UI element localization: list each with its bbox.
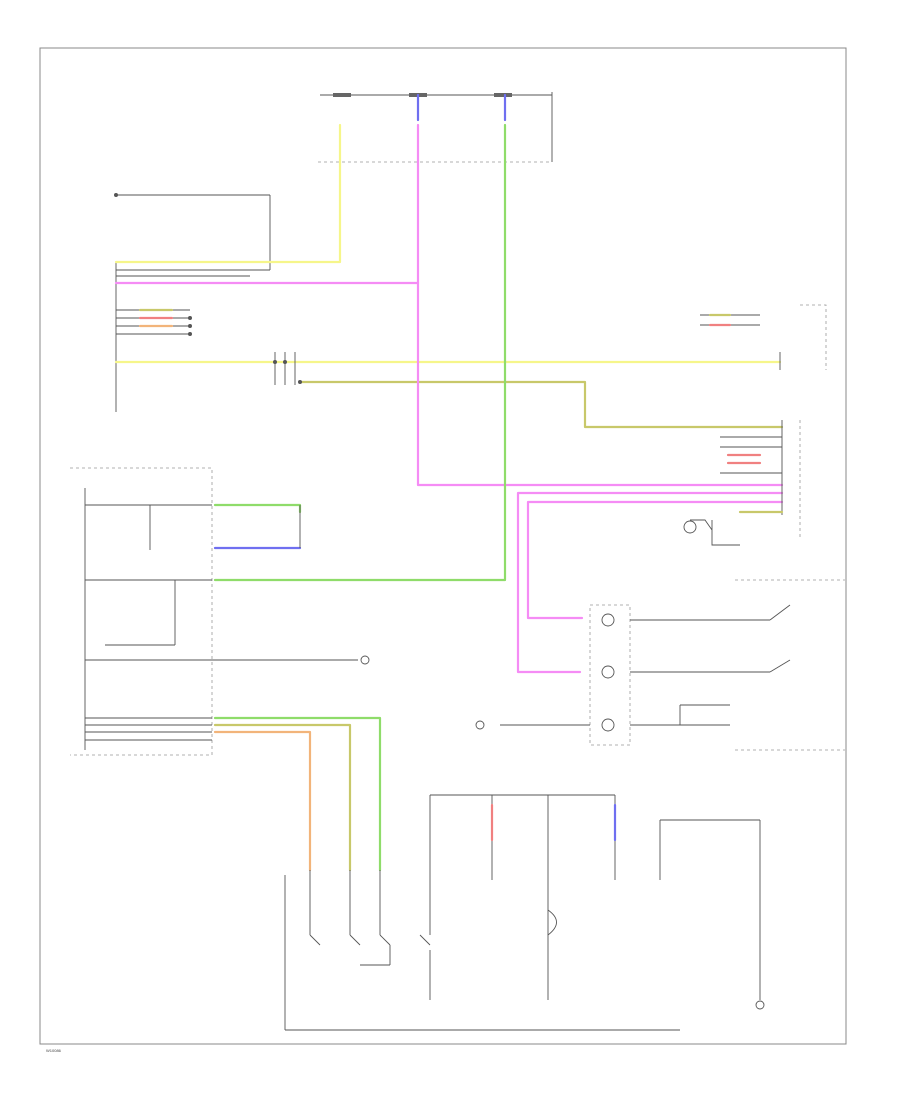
ground-cluster <box>340 655 370 665</box>
bottom-right-component <box>659 819 765 1010</box>
right-multi-connector <box>683 420 801 546</box>
instrument-cluster <box>70 467 340 756</box>
wire-green-lower <box>213 716 382 872</box>
right-sensor-block <box>475 579 845 751</box>
diagram-frame <box>39 47 847 1045</box>
bottom-switch-group <box>284 794 680 1031</box>
wire-magenta-lower-b <box>526 500 784 620</box>
wire-olive-lower <box>213 723 352 872</box>
top-fuse-block <box>318 92 553 163</box>
wire-magenta-lower-a <box>516 491 784 674</box>
left-upper-connector <box>114 193 271 412</box>
right-upper-connector <box>700 304 827 370</box>
wire-green-main <box>213 123 507 582</box>
footer-code: W10086 <box>46 1048 62 1053</box>
wire-green-cluster <box>213 503 302 514</box>
wire-olive <box>298 380 784 429</box>
wire-orange-lower <box>213 730 312 872</box>
switch-contacts-mid <box>273 352 302 385</box>
wire-yellow-upper <box>114 123 342 264</box>
wire-magenta-main <box>416 123 784 487</box>
